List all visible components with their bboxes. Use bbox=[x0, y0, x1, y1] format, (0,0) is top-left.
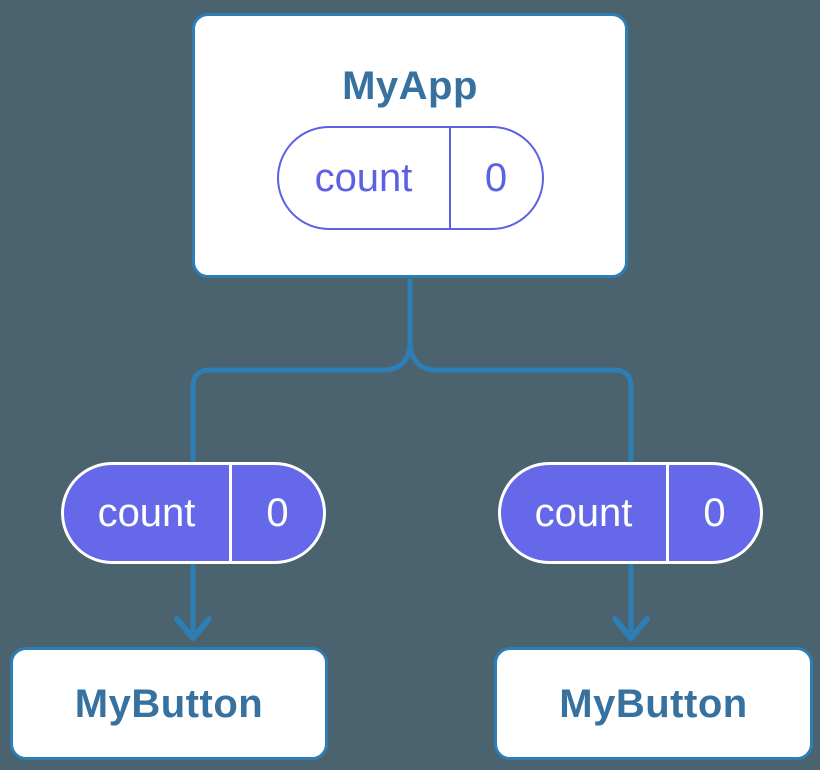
node-myapp: MyApp count 0 bbox=[192, 13, 628, 278]
state-label: count bbox=[501, 465, 669, 561]
node-mybutton-left: MyButton bbox=[10, 647, 328, 760]
state-pill-right-child: count 0 bbox=[498, 462, 763, 564]
node-title-mybutton-right: MyButton bbox=[559, 681, 748, 726]
connector-left-branch bbox=[190, 341, 413, 632]
state-value: 0 bbox=[484, 156, 508, 200]
state-value: 0 bbox=[703, 491, 726, 535]
node-title-myapp: MyApp bbox=[342, 64, 478, 108]
state-label: count bbox=[279, 128, 451, 228]
connector-right-branch bbox=[407, 341, 634, 632]
state-value: 0 bbox=[266, 491, 289, 535]
arrowhead-left-icon bbox=[174, 616, 212, 641]
node-title-mybutton-left: MyButton bbox=[74, 681, 264, 726]
state-pill-root: count 0 bbox=[276, 126, 544, 230]
arrowhead-right-icon bbox=[612, 616, 650, 641]
state-label: count bbox=[64, 465, 232, 561]
node-mybutton-right: MyButton bbox=[494, 647, 813, 760]
state-pill-left-child: count 0 bbox=[61, 462, 326, 564]
